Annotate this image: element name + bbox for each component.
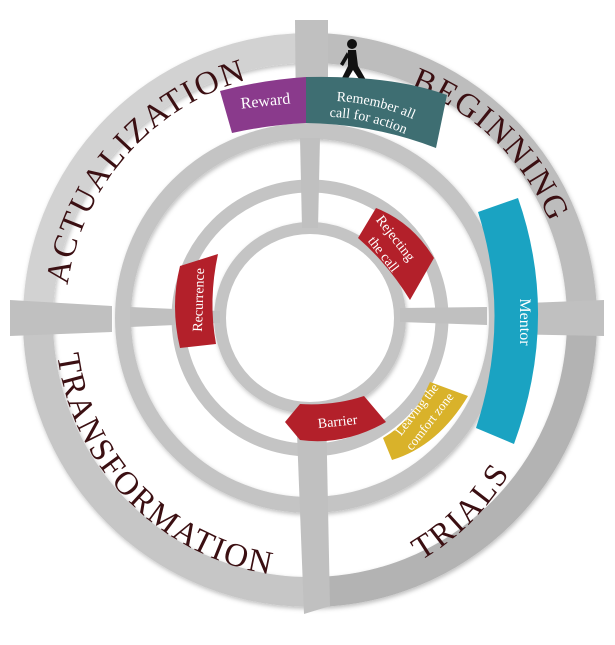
barrier-stage: Barrier [285, 396, 386, 442]
svg-text:Mentor: Mentor [516, 298, 533, 346]
svg-text:Barrier: Barrier [317, 413, 358, 432]
remember-stage: Remember all call for action [306, 76, 447, 148]
outer-ring [23, 33, 597, 607]
mentor-stage: Mentor [476, 198, 539, 444]
recurrence-stage: Recurrence [175, 254, 218, 348]
spokes [10, 20, 604, 614]
walking-person-icon [340, 39, 366, 82]
svg-text:Reward: Reward [240, 90, 291, 112]
core-ring [214, 222, 406, 414]
reward-stage: Reward [220, 77, 306, 133]
svg-text:Recurrence: Recurrence [191, 268, 208, 332]
